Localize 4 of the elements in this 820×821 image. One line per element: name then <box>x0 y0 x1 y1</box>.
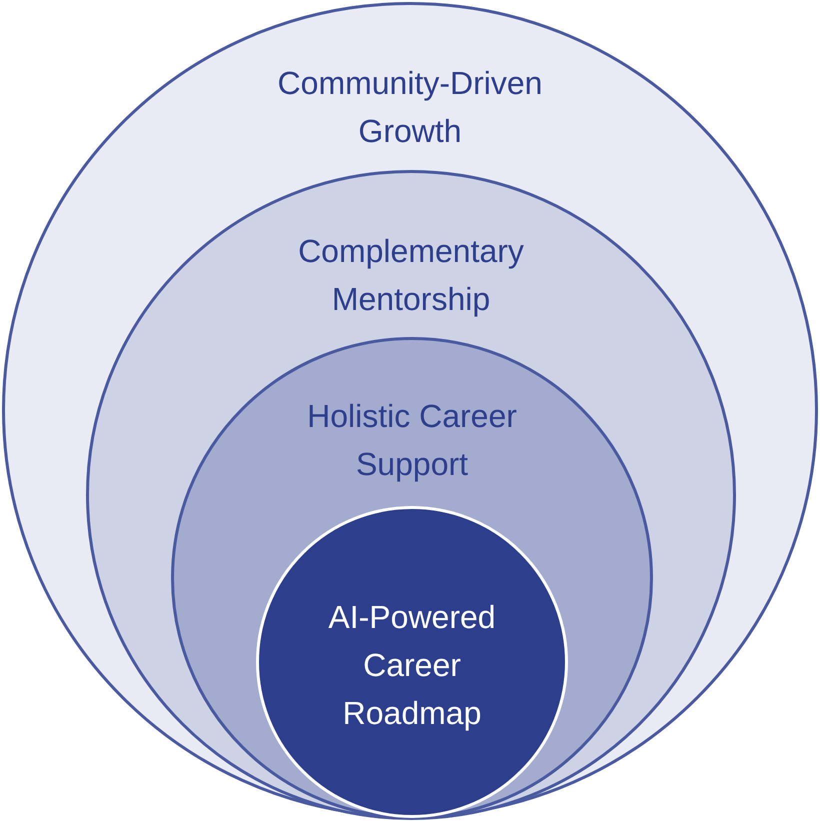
circle-label: AI-Powered Career Roadmap <box>327 598 497 733</box>
circle-label: Holistic Career Support <box>306 397 518 484</box>
circle-label: Complementary Mentorship <box>297 232 525 319</box>
circle-label: Community-Driven Growth <box>276 64 544 151</box>
